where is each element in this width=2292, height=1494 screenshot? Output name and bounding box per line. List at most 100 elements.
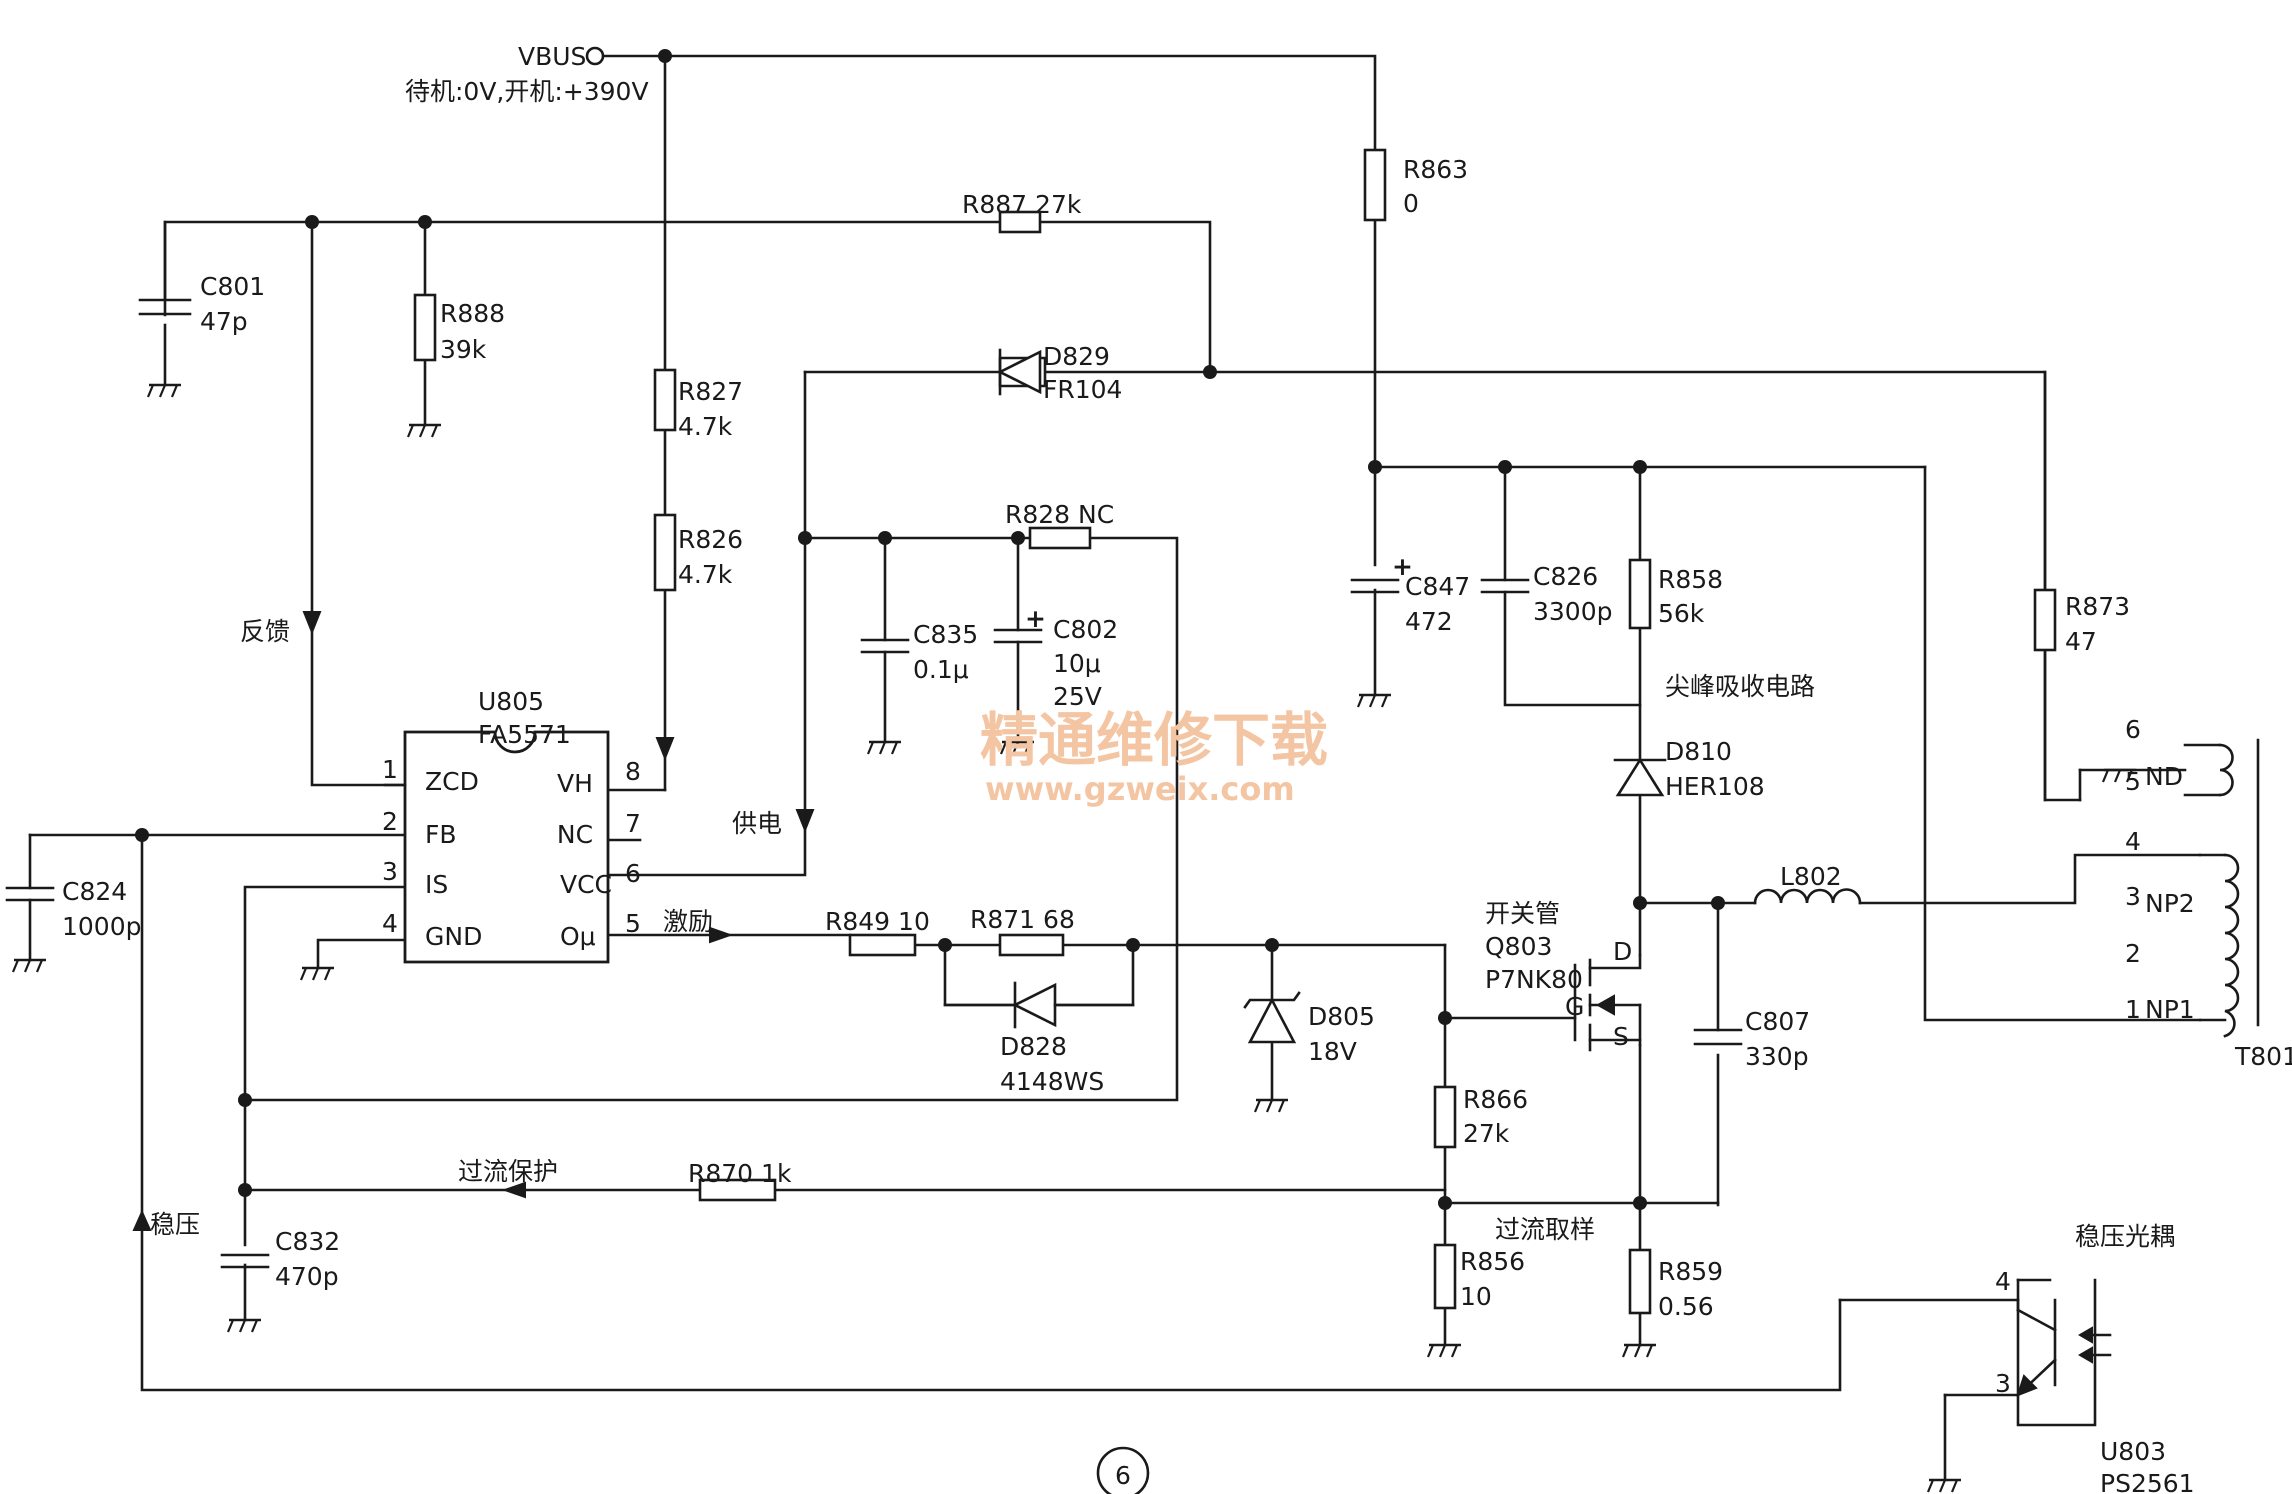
r859-body: [1628, 1248, 1652, 1315]
r858-value: 56k: [1658, 599, 1705, 628]
t801-np2: NP2: [2145, 889, 2195, 918]
r888-body: [413, 293, 437, 362]
inductor-l802: [1753, 888, 1862, 905]
svg-text:+: +: [1025, 604, 1046, 633]
r828-body: [1028, 526, 1092, 550]
labels: VBUS 待机:0V,开机:+390V C801 47p R888 39k R8…: [62, 42, 2292, 1494]
c835-ref: C835: [913, 620, 978, 649]
q803-pin-s: S: [1613, 1022, 1629, 1051]
u805-value: FA5571: [478, 720, 571, 749]
r826-value: 4.7k: [678, 560, 733, 589]
u805-pin-num-1: 1: [382, 755, 398, 784]
c802-voltage: 25V: [1053, 682, 1102, 711]
feedback-label: 反馈: [240, 617, 290, 646]
c807-ref: C807: [1745, 1007, 1810, 1036]
r870-body: [698, 1178, 777, 1202]
q803-pin-g: G: [1565, 992, 1584, 1021]
vbus-note: 待机:0V,开机:+390V: [405, 77, 649, 106]
u803-value: PS2561: [2100, 1469, 2195, 1494]
c802-value: 10μ: [1053, 649, 1101, 678]
t801-ref: T801: [2234, 1042, 2292, 1071]
u805-ref: U805: [478, 687, 544, 716]
r849-body: [848, 933, 917, 957]
sense-label: 过流取样: [1495, 1215, 1595, 1244]
c832-ref: C832: [275, 1227, 340, 1256]
c847-value: 472: [1405, 607, 1453, 636]
r856-value: 10: [1460, 1282, 1492, 1311]
r858-body: [1628, 558, 1652, 630]
wires: [28, 54, 2202, 1482]
u805-pin-fb: FB: [425, 820, 457, 849]
t801-np1: NP1: [2145, 995, 2195, 1024]
signal-arrows: [132, 611, 815, 1231]
r827-ref: R827: [678, 377, 743, 406]
t801-pin-6: 6: [2125, 715, 2141, 744]
r863-value: 0: [1403, 189, 1419, 218]
opto-label: 稳压光耦: [2075, 1222, 2175, 1251]
c826-ref: C826: [1533, 562, 1598, 591]
q803-ref: Q803: [1485, 932, 1552, 961]
r873-body: [2033, 588, 2057, 652]
r858-ref: R858: [1658, 565, 1723, 594]
r871-label: R871 68: [970, 905, 1075, 934]
r866-value: 27k: [1463, 1119, 1510, 1148]
u805-pin-num-5: 5: [625, 909, 641, 938]
r859-value: 0.56: [1658, 1292, 1714, 1321]
r871-body: [998, 933, 1065, 957]
snubber-label: 尖峰吸收电路: [1665, 672, 1815, 701]
r866-body: [1433, 1085, 1457, 1149]
c801-value: 47p: [200, 307, 248, 336]
c847-ref: C847: [1405, 572, 1470, 601]
mosfet-q803: [1573, 953, 1642, 1052]
watermark-url: www.gzweix.com: [985, 770, 1295, 808]
d805-ref: D805: [1308, 1002, 1375, 1031]
d829-value: FR104: [1043, 375, 1122, 404]
u805-pin-num-6: 6: [625, 859, 641, 888]
figure-number-circle: [1096, 1446, 1150, 1494]
u805-pin-num-8: 8: [625, 757, 641, 786]
u805-pin-num-3: 3: [382, 857, 398, 886]
c802-ref: C802: [1053, 615, 1118, 644]
r826-ref: R826: [678, 525, 743, 554]
c824-value: 1000p: [62, 912, 142, 941]
t801-pin-1: 1: [2125, 995, 2141, 1024]
optocoupler-u803: [2016, 1278, 2112, 1427]
figure-number: 6: [1115, 1461, 1131, 1490]
l802-ref: L802: [1780, 862, 1842, 891]
c824-ref: C824: [62, 877, 127, 906]
t801-pin-4: 4: [2125, 827, 2141, 856]
svg-text:+: +: [1392, 552, 1413, 581]
r859-ref: R859: [1658, 1257, 1723, 1286]
q803-value: P7NK80: [1485, 965, 1583, 994]
t801-nd: ND: [2145, 762, 2183, 791]
d810-ref: D810: [1665, 737, 1732, 766]
d828-ref: D828: [1000, 1032, 1067, 1061]
drive-label: 激励: [663, 907, 713, 936]
capacitors: + +: [5, 298, 1743, 1269]
resistors: [413, 148, 2057, 1315]
d810-value: HER108: [1665, 772, 1765, 801]
r827-body: [653, 368, 677, 432]
diodes: [943, 348, 1667, 1044]
supply-label: 供电: [732, 809, 782, 838]
ocp-label: 过流保护: [458, 1157, 558, 1186]
u805-pin-num-4: 4: [382, 909, 398, 938]
r827-value: 4.7k: [678, 412, 733, 441]
r866-ref: R866: [1463, 1085, 1528, 1114]
r888-value: 39k: [440, 335, 487, 364]
q803-pin-d: D: [1613, 937, 1632, 966]
u805-pin-zcd: ZCD: [425, 767, 479, 796]
r828-label: R828 NC: [1005, 500, 1114, 529]
u805-pin-vh: VH: [557, 769, 593, 798]
t801-pin-5: 5: [2125, 767, 2141, 796]
u805-pin-nc: NC: [557, 820, 593, 849]
watermark-title: 精通维修下载: [980, 706, 1328, 774]
r887-label: R887 27k: [962, 190, 1082, 219]
u805-pin-gnd: GND: [425, 922, 482, 951]
ground-symbols: [11, 383, 2138, 1494]
u805-pin-num-7: 7: [625, 809, 641, 838]
d829-ref: D829: [1043, 342, 1110, 371]
u805-pin-num-2: 2: [382, 807, 398, 836]
